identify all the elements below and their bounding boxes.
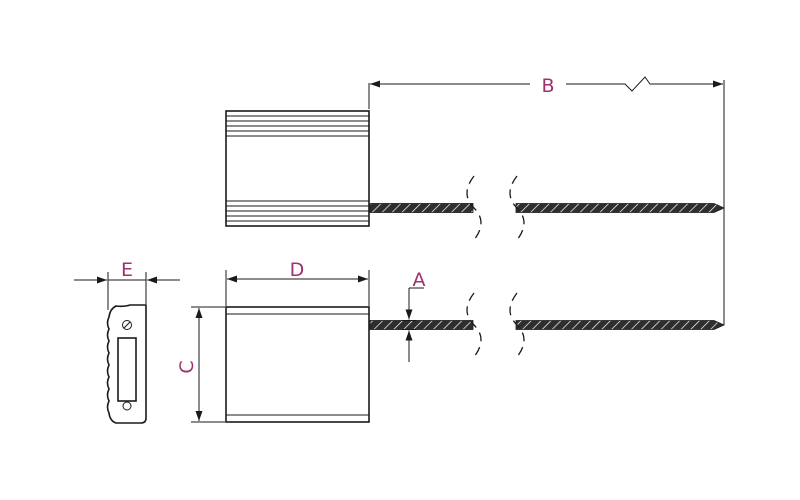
- top-break-line-right: [509, 175, 525, 241]
- top-break-line-left: [466, 175, 482, 241]
- label-c: C: [176, 360, 198, 373]
- side-view: [106, 304, 147, 424]
- label-d: D: [290, 259, 305, 281]
- top-grip-ridges-upper: [226, 115, 369, 137]
- dimension-a: [402, 287, 424, 362]
- top-cable-segment-2: [515, 203, 725, 213]
- dimension-e: [74, 272, 180, 310]
- label-e: E: [121, 259, 133, 281]
- dimension-c: [191, 306, 225, 423]
- front-body-outline: [225, 306, 370, 423]
- front-break-line-left: [466, 292, 482, 358]
- label-b: B: [541, 75, 554, 97]
- top-view: [225, 110, 725, 241]
- cable-channel: [117, 337, 137, 402]
- front-cable-segment-1: [369, 320, 474, 330]
- top-grip-ridges-lower: [226, 200, 369, 222]
- top-cable-segment-1: [369, 203, 474, 213]
- dimension-d: [225, 270, 370, 306]
- screw-slot: [123, 321, 131, 329]
- front-cable-segment-2: [515, 320, 725, 330]
- b-dimension-line-right: [566, 76, 723, 92]
- cable-hole-icon: [122, 401, 132, 411]
- front-break-line-right: [509, 292, 525, 358]
- top-body-outline: [225, 110, 370, 227]
- dimension-b: [368, 76, 725, 325]
- front-view: [225, 292, 725, 423]
- side-body-outline: [106, 304, 147, 424]
- screw-head-icon: [122, 320, 132, 330]
- label-a: A: [413, 269, 426, 291]
